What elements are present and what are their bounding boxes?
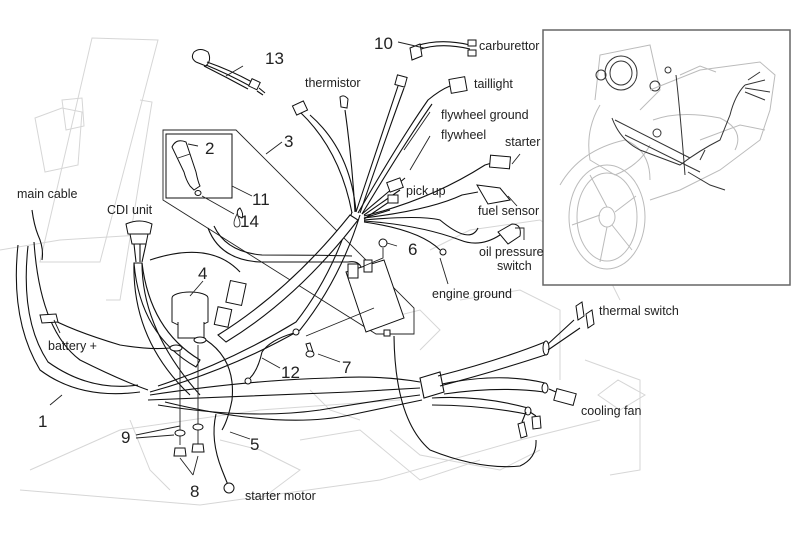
label-pick-up: pick up <box>406 184 446 198</box>
main-harness <box>15 209 595 468</box>
label-engine-ground: engine ground <box>432 287 512 301</box>
label-oil-pressure-switch-line2: switch <box>497 259 532 273</box>
label-battery-plus: battery + <box>48 339 97 353</box>
label-cdi-unit: CDI unit <box>107 203 153 217</box>
spark-plug-cap <box>171 140 202 196</box>
label-main-cable: main cable <box>17 187 77 201</box>
label-flywheel: flywheel <box>441 128 486 142</box>
ignition-coil <box>345 259 405 337</box>
callout-14: 14 <box>240 212 259 231</box>
part-4-relay <box>39 251 247 457</box>
callout-13: 13 <box>265 49 284 68</box>
part-13-cable <box>191 49 266 96</box>
label-taillight: taillight <box>474 77 513 91</box>
part-12-ground-wire <box>244 328 300 385</box>
label-carburettor: carburettor <box>479 39 539 53</box>
callout-10: 10 <box>374 34 393 53</box>
callout-5: 5 <box>250 435 259 454</box>
label-starter: starter <box>505 135 540 149</box>
front-bundle <box>217 39 521 343</box>
text-labels: main cable CDI unit battery + starter mo… <box>17 39 679 503</box>
callout-3: 3 <box>284 132 293 151</box>
hose-piece <box>207 225 363 271</box>
callout-numbers: 1 2 3 4 5 6 7 8 9 10 11 12 13 14 <box>38 34 417 501</box>
callout-8: 8 <box>190 482 199 501</box>
callout-11: 11 <box>252 190 270 209</box>
label-cooling-fan: cooling fan <box>581 404 642 418</box>
callout-2: 2 <box>205 139 214 158</box>
callout-6: 6 <box>408 240 417 259</box>
leader-lines <box>49 41 525 476</box>
callout-4: 4 <box>198 264 207 283</box>
label-fuel-sensor: fuel sensor <box>478 204 539 218</box>
inset-scooter-overview <box>542 29 791 286</box>
callout-1: 1 <box>38 412 47 431</box>
drop-icon <box>233 212 241 228</box>
label-thermistor: thermistor <box>305 76 361 90</box>
label-thermal-switch: thermal switch <box>599 304 679 318</box>
label-oil-pressure-switch-line1: oil pressure <box>479 245 544 259</box>
callout-9: 9 <box>121 428 130 447</box>
cdi-connector <box>125 220 153 263</box>
callout-7: 7 <box>342 358 351 377</box>
label-flywheel-ground: flywheel ground <box>441 108 529 122</box>
label-starter-motor: starter motor <box>245 489 316 503</box>
fasteners <box>236 207 388 358</box>
callout-12: 12 <box>281 363 300 382</box>
starter-motor-wire <box>213 413 235 494</box>
